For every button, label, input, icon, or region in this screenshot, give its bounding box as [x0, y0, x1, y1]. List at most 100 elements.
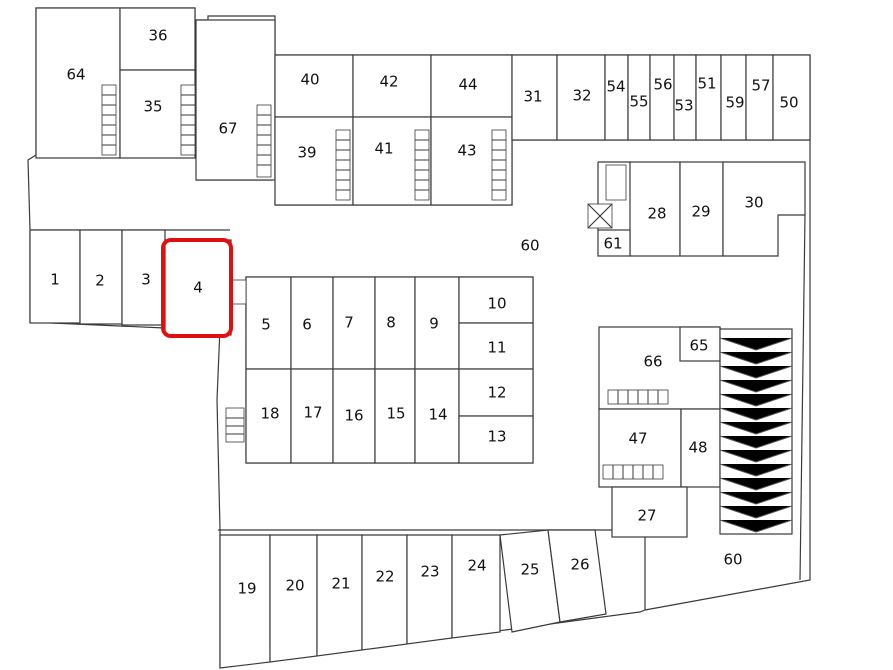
- label-22: 22: [375, 568, 394, 586]
- unit-4-highlight: [161, 238, 233, 338]
- unit-40: [274, 54, 354, 118]
- unit-5: [245, 276, 292, 370]
- label-9: 9: [429, 315, 439, 333]
- unit-36: [119, 7, 196, 71]
- unit-59: [720, 54, 747, 141]
- label-24: 24: [467, 557, 486, 575]
- label-12: 12: [487, 384, 506, 402]
- unit-23: [406, 534, 453, 645]
- unit-19: [219, 534, 271, 669]
- label-17: 17: [303, 404, 322, 422]
- label-65: 65: [689, 337, 708, 355]
- unit-31: [511, 54, 558, 141]
- unit-17: [290, 368, 334, 464]
- ramp-hatch: [719, 328, 793, 535]
- label-13: 13: [487, 428, 506, 446]
- label-11: 11: [487, 339, 506, 357]
- unit-21: [316, 534, 363, 657]
- label-54: 54: [606, 78, 625, 96]
- unit-3: [121, 229, 166, 326]
- label-51: 51: [697, 75, 716, 93]
- unit-57: [745, 54, 774, 141]
- label-10: 10: [487, 295, 506, 313]
- label-8: 8: [386, 314, 396, 332]
- label-64: 64: [66, 66, 85, 84]
- label-42: 42: [379, 73, 398, 91]
- unit-24: [451, 534, 501, 639]
- unit-28: [629, 161, 681, 257]
- unit-13: [458, 415, 534, 464]
- unit-labels: 64 36 35 67 40 42 44 39 41 43 31 32 54 5…: [50, 27, 798, 598]
- label-16: 16: [344, 407, 363, 425]
- unit-32: [556, 54, 606, 141]
- label-40: 40: [300, 71, 319, 89]
- label-3: 3: [141, 271, 151, 289]
- label-32: 32: [572, 87, 591, 105]
- label-7: 7: [344, 314, 354, 332]
- label-57: 57: [751, 77, 770, 95]
- unit-18: [245, 368, 292, 464]
- unit-11: [458, 322, 534, 370]
- unit-6: [290, 276, 334, 370]
- unit-29: [679, 161, 724, 257]
- label-36: 36: [148, 27, 167, 45]
- label-43: 43: [457, 142, 476, 160]
- unit-61: [597, 229, 631, 257]
- label-61: 61: [603, 235, 622, 253]
- label-5: 5: [261, 316, 271, 334]
- label-20: 20: [285, 577, 304, 595]
- label-66: 66: [643, 353, 662, 371]
- label-35: 35: [143, 98, 162, 116]
- label-56: 56: [653, 76, 672, 94]
- unit-50: [772, 54, 811, 141]
- label-14: 14: [428, 406, 447, 424]
- label-50: 50: [779, 94, 798, 112]
- unit-12: [458, 368, 534, 417]
- label-31: 31: [523, 88, 542, 106]
- label-2: 2: [95, 272, 105, 290]
- label-18: 18: [260, 405, 279, 423]
- unit-54: [604, 54, 629, 141]
- label-23: 23: [420, 563, 439, 581]
- label-39: 39: [297, 144, 316, 162]
- unit-7: [332, 276, 376, 370]
- label-59: 59: [725, 94, 744, 112]
- unit-27: [611, 486, 688, 538]
- unit-56: [649, 54, 675, 141]
- label-41: 41: [374, 140, 393, 158]
- label-1: 1: [50, 271, 60, 289]
- label-55: 55: [629, 93, 648, 111]
- label-60-top: 60: [520, 237, 539, 255]
- unit-14: [414, 368, 460, 464]
- unit-9: [414, 276, 460, 370]
- unit-44: [430, 54, 513, 118]
- label-21: 21: [331, 575, 350, 593]
- label-15: 15: [386, 405, 405, 423]
- label-29: 29: [691, 203, 710, 221]
- unit-15: [374, 368, 416, 464]
- label-6: 6: [302, 316, 312, 334]
- unit-4: [164, 239, 232, 336]
- unit-30: [722, 161, 806, 257]
- unit-51: [695, 54, 722, 141]
- label-4: 4: [193, 279, 203, 297]
- unit-2: [79, 229, 123, 325]
- label-26: 26: [570, 556, 589, 574]
- unit-26: [547, 529, 607, 623]
- label-30: 30: [744, 194, 763, 212]
- unit-65: [679, 326, 721, 362]
- label-25: 25: [520, 561, 539, 579]
- label-47: 47: [628, 430, 647, 448]
- label-48: 48: [688, 439, 707, 457]
- unit-20: [269, 534, 318, 663]
- stairs: [101, 84, 669, 480]
- unit-10: [458, 276, 534, 324]
- unit-16: [332, 368, 376, 464]
- label-27: 27: [637, 507, 656, 525]
- label-28: 28: [647, 205, 666, 223]
- unit-22: [361, 534, 408, 651]
- label-44: 44: [458, 76, 477, 94]
- label-19: 19: [237, 580, 256, 598]
- label-53: 53: [674, 97, 693, 115]
